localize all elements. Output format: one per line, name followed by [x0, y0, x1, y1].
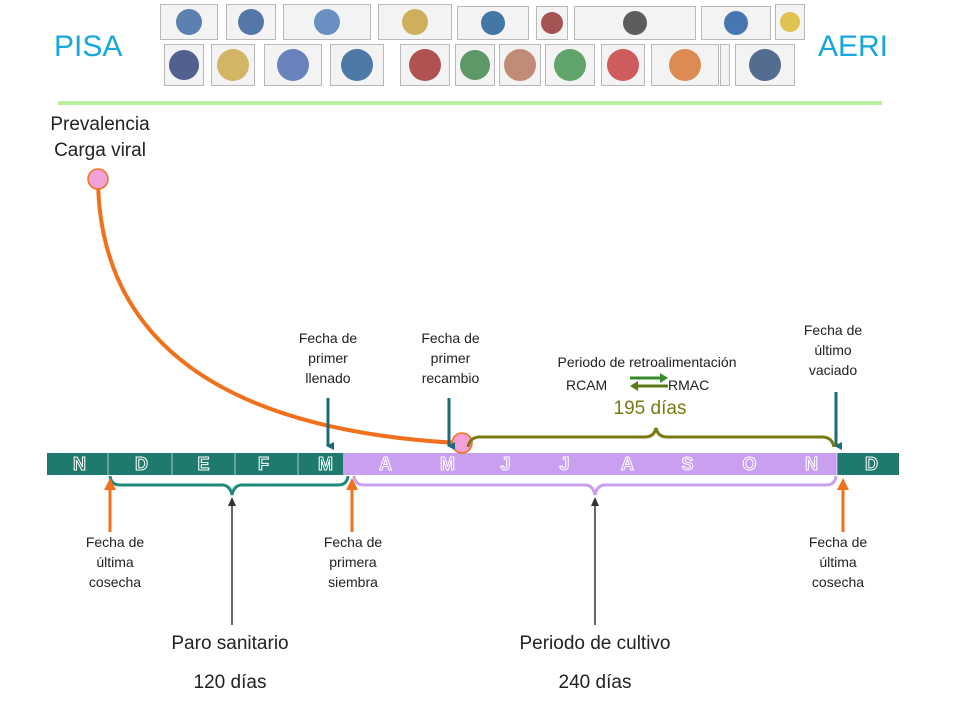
- logo-crest-gold: [211, 44, 255, 86]
- paro-sanitario-title: Paro sanitario: [171, 633, 289, 654]
- month-separators: [107, 453, 838, 475]
- logo-semar: [735, 44, 795, 86]
- logo-cib: [330, 44, 384, 86]
- month-label: O: [742, 454, 758, 475]
- paro-sanitario-days: 120 días: [193, 672, 267, 693]
- logo-cesasin: [226, 4, 276, 40]
- month-label: A: [379, 454, 393, 475]
- month-label: J: [500, 454, 512, 475]
- cultivo-brace: [352, 475, 838, 496]
- label-primer-llenado: Fecha de primer llenado: [298, 330, 358, 386]
- retro-brace: [466, 427, 836, 448]
- logo-senasica: [574, 6, 696, 40]
- logo-ornament: [499, 44, 541, 86]
- month-label: E: [197, 454, 211, 475]
- prevalencia-label: Prevalencia: [50, 114, 150, 135]
- month-label: S: [681, 454, 695, 475]
- label-primera-siembra: Fecha de primera siembra: [323, 534, 383, 590]
- prevalencia-dot: [87, 168, 109, 190]
- logo-conapesca: [701, 6, 771, 40]
- aeri-title: AERI: [818, 30, 889, 63]
- logo-sagarpa: [536, 6, 568, 40]
- logo-round-green: [545, 44, 595, 86]
- pisa-title: PISA: [54, 30, 123, 63]
- logo-comite-bc: [378, 4, 452, 40]
- periodo-cultivo-title: Periodo de cultivo: [519, 633, 671, 654]
- prevalencia-arc: [96, 179, 459, 445]
- logo-unam: [164, 44, 204, 86]
- logo-comite-bcs: [283, 4, 371, 40]
- label-rcam: RCAM: [566, 377, 608, 393]
- logo-ciad: [400, 44, 450, 86]
- logo-conacyt: [457, 6, 529, 40]
- label-ultima-cosecha-right: Fecha de última cosecha: [808, 534, 868, 590]
- logo-sinaloa: [455, 44, 495, 86]
- logo-round-red: [601, 44, 645, 86]
- month-label: A: [621, 454, 635, 475]
- logo-comite-nayarit: [160, 4, 218, 40]
- label-ultima-cosecha-left: Fecha de última cosecha: [85, 534, 145, 590]
- label-primer-recambio: Fecha de primer recambio: [421, 330, 480, 386]
- periodo-cultivo-days: 240 días: [558, 672, 632, 693]
- month-label: M: [318, 454, 334, 475]
- carga-viral-label: Carga viral: [54, 140, 146, 161]
- month-label: M: [440, 454, 456, 475]
- logo-round-orange: [651, 44, 719, 86]
- label-ultimo-vaciado: Fecha de último vaciado: [803, 322, 863, 378]
- label-rmac: RMAC: [668, 377, 710, 393]
- logo-crest-blue: [264, 44, 322, 86]
- month-label: D: [865, 454, 879, 475]
- logo-red-diagnostico: [720, 44, 730, 86]
- paro-brace: [108, 475, 350, 496]
- logo-shield-yellow: [775, 4, 805, 40]
- month-label: F: [258, 454, 270, 475]
- timeline-bar-cultivo: [343, 453, 837, 475]
- label-195-dias: 195 días: [613, 398, 687, 419]
- rcam-rmac-arrows: [630, 373, 668, 391]
- month-label: N: [73, 454, 87, 475]
- month-label: J: [559, 454, 571, 475]
- header-divider: [58, 101, 882, 105]
- month-label: N: [805, 454, 819, 475]
- month-label: D: [135, 454, 149, 475]
- label-retroalimentacion: Periodo de retroalimentación: [557, 354, 737, 370]
